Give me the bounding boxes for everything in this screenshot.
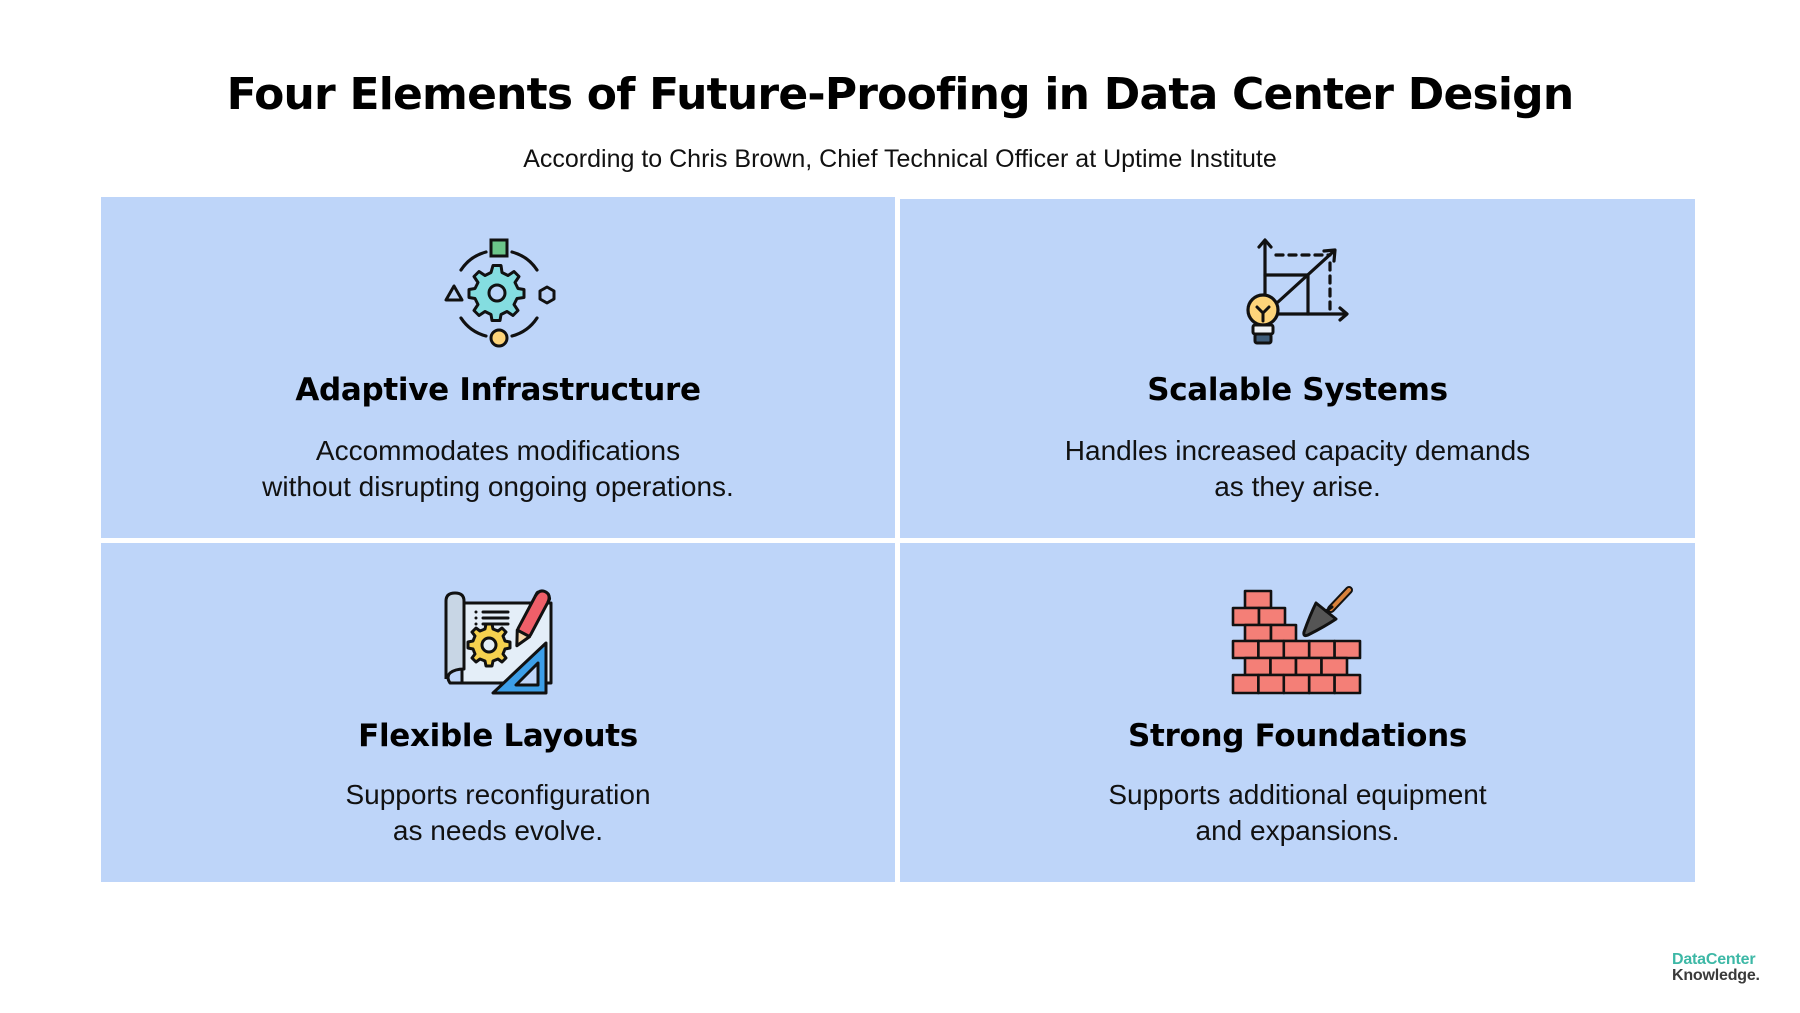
page-title: Four Elements of Future-Proofing in Data… bbox=[226, 69, 1575, 120]
element-heading: Strong Foundations bbox=[1127, 718, 1468, 754]
blueprint-pencil-icon bbox=[444, 589, 553, 695]
element-description: Accommodates modifications without disru… bbox=[101, 433, 895, 505]
element-card-scalable-systems: Scalable Systems Handles increased capac… bbox=[900, 199, 1695, 538]
logo-line-2: Knowledge. bbox=[1672, 967, 1760, 984]
page-subtitle: According to Chris Brown, Chief Technica… bbox=[523, 145, 1277, 173]
element-description: Supports reconfiguration as needs evolve… bbox=[101, 777, 895, 849]
element-card-adaptive-infrastructure: Adaptive Infrastructure Accommodates mod… bbox=[101, 197, 895, 538]
description-line: Handles increased capacity demands bbox=[1064, 435, 1531, 466]
description-line: and expansions. bbox=[1195, 815, 1400, 846]
adaptive-gear-cycle-icon bbox=[444, 238, 556, 348]
description-line: as they arise. bbox=[1214, 471, 1381, 502]
element-heading: Flexible Layouts bbox=[358, 718, 638, 754]
element-description: Supports additional equipment and expans… bbox=[900, 777, 1695, 849]
datacenter-knowledge-logo: DataCenter Knowledge. bbox=[1672, 952, 1760, 984]
description-line: Supports reconfiguration bbox=[345, 779, 651, 810]
element-card-flexible-layouts: Flexible Layouts Supports reconfiguratio… bbox=[101, 543, 895, 882]
element-description: Handles increased capacity demands as th… bbox=[900, 433, 1695, 505]
logo-line-1: DataCenter bbox=[1672, 951, 1756, 968]
element-heading: Scalable Systems bbox=[1147, 372, 1448, 408]
description-line: without disrupting ongoing operations. bbox=[262, 471, 734, 502]
brick-wall-trowel-icon bbox=[1231, 586, 1362, 695]
description-line: as needs evolve. bbox=[392, 815, 604, 846]
description-line: Accommodates modifications bbox=[315, 435, 681, 466]
element-card-strong-foundations: Strong Foundations Supports additional e… bbox=[900, 543, 1695, 882]
description-line: Supports additional equipment bbox=[1108, 779, 1487, 810]
growth-chart-lightbulb-icon bbox=[1246, 238, 1349, 345]
element-heading: Adaptive Infrastructure bbox=[295, 372, 701, 408]
